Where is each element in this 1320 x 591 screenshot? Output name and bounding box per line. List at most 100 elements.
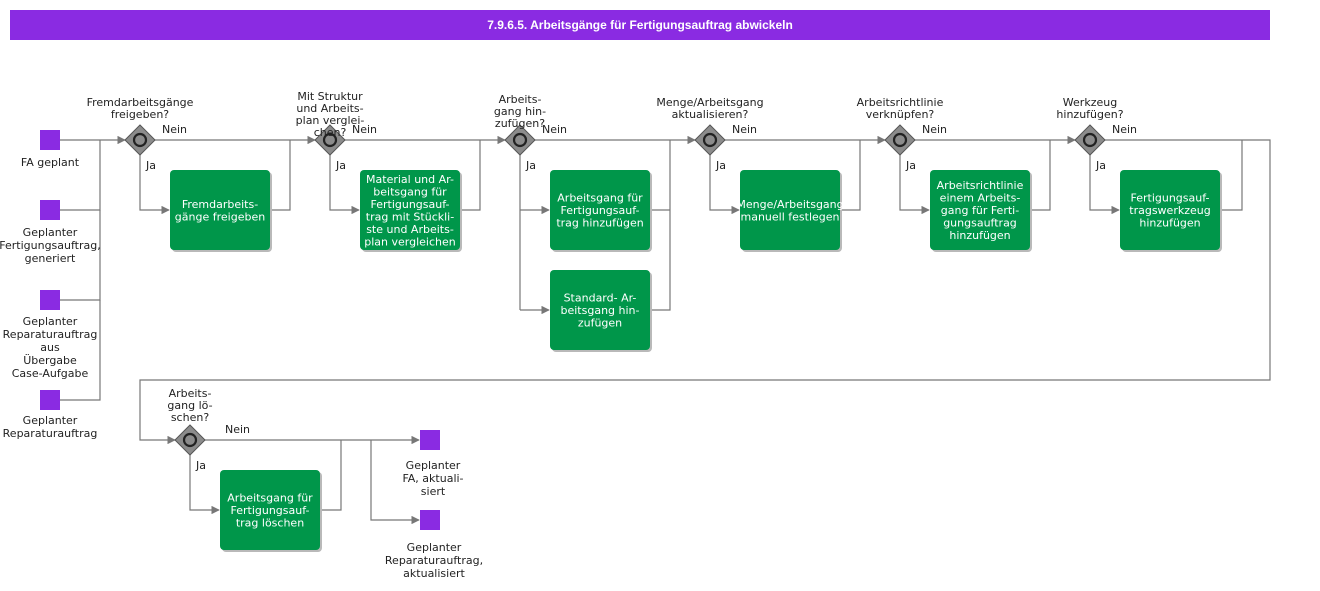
branch-label-no: Nein [1112,123,1137,136]
task-label: Fremdarbeits-gänge freigeben [175,198,265,224]
task-label-line: beitsgang hin- [561,304,640,317]
task-label-line: hinzufügen [949,229,1010,242]
end-event-2 [420,510,440,530]
task-label-line: einem Arbeits- [940,192,1021,205]
branch-label-no: Nein [922,123,947,136]
task-label-line: Fertigungsauf- [561,204,640,217]
task-box [550,170,650,250]
start-event-1 [40,130,60,150]
end-event-1 [420,430,440,450]
branch-label-yes: Ja [145,159,156,172]
task-label-line: manuell festlegen [740,210,839,223]
sequence-flows [60,135,1271,525]
branch-label-yes: Ja [1095,159,1106,172]
task-label-line: ste und Arbeits- [366,223,454,236]
gateway-diamond [694,124,726,156]
branch-label-no: Nein [225,423,250,436]
flow-line [709,155,740,215]
start-event-label-line: Geplanter [23,315,78,328]
task-label-line: hinzufügen [1139,217,1200,230]
gateway-question-line: aktualisieren? [672,108,749,121]
task-box [360,170,460,250]
task-label-line: Arbeitsrichtlinie [937,179,1024,192]
flow-line [650,140,671,311]
task-label-line: beitsgang für [373,185,447,198]
task-label-line: gang für Ferti- [941,204,1019,217]
task-label-line: plan vergleichen [364,235,456,248]
gateway-marker-icon [322,132,338,148]
flow-line [60,140,101,211]
task-label-line: Fertigungsauf- [371,198,450,211]
gateway-question-line: Arbeits- [169,387,212,400]
task-label-line: tragswerkzeug [1129,204,1210,217]
flow-line [270,140,291,211]
branch-label-yes: Ja [715,159,726,172]
gateway-question-line: Arbeitsrichtlinie [857,96,944,109]
end-event-label-line: Reparaturauftrag, [385,554,483,567]
task-label-line: Fremdarbeits- [182,198,258,211]
task-box [550,270,650,350]
gateway-diamond [504,124,536,156]
start-event-label-line: Übergabe [23,354,77,367]
start-event-label: FA geplant [21,156,80,169]
start-event-label-line: generiert [25,252,76,265]
gateway-question-line: freigeben? [111,108,169,121]
task-box [930,170,1030,250]
gateway-question-line: Mit Struktur [297,90,363,103]
branch-label-no: Nein [162,123,187,136]
flow-line [189,455,220,515]
gateway-marker-icon [702,132,718,148]
gateway-question: Arbeits-gang hin-zufügen? [494,93,546,130]
gateway-question-line: verknüpfen? [866,108,935,121]
gateway-marker-icon [132,132,148,148]
start-event-label-line: Case-Aufgabe [12,367,89,380]
gateway-diamond [174,424,206,456]
start-event-4 [40,390,60,410]
task-label-line: Arbeitsgang für [227,492,313,505]
gateway-question: Arbeits-gang lö-schen? [167,387,212,424]
gateway-question-line: Menge/Arbeitsgang [656,96,763,109]
gateway-diamond [884,124,916,156]
task-label-line: trag mit Stückli- [366,210,454,223]
flow-line [460,140,481,211]
start-event-label-line: aus [40,341,60,354]
flow-line [329,155,360,215]
gateway-question-line: und Arbeits- [296,102,363,115]
gateway-question-line: schen? [171,411,209,424]
start-event-3 [40,290,60,310]
end-event-label-line: FA, aktuali- [402,472,463,485]
gateway-question-line: plan verglei- [296,114,365,127]
flow-line [1030,140,1051,211]
gateway-question-line: zufügen? [495,117,545,130]
gateway-question-line: chen? [314,126,347,139]
start-event-label-line: Geplanter [23,414,78,427]
gateway-question-line: gang hin- [494,105,546,118]
task-box [170,170,270,250]
gateway-question-line: Fremdarbeitsgänge [87,96,194,109]
end-event-label-line: Geplanter [407,541,462,554]
branch-label-no: Nein [352,123,377,136]
gateway-question-line: Arbeits- [499,93,542,106]
task-box [1120,170,1220,250]
gateway-diamond [1074,124,1106,156]
flow-line [1089,155,1120,215]
task-label-line: Fertigungsauf- [231,504,310,517]
flow-line [320,440,342,511]
gateway-question-line: hinzufügen? [1056,108,1123,121]
gateway-marker-icon [512,132,528,148]
task-label-line: gungsauftrag [943,217,1017,230]
branch-label-yes: Ja [525,159,536,172]
branch-label-no: Nein [732,123,757,136]
